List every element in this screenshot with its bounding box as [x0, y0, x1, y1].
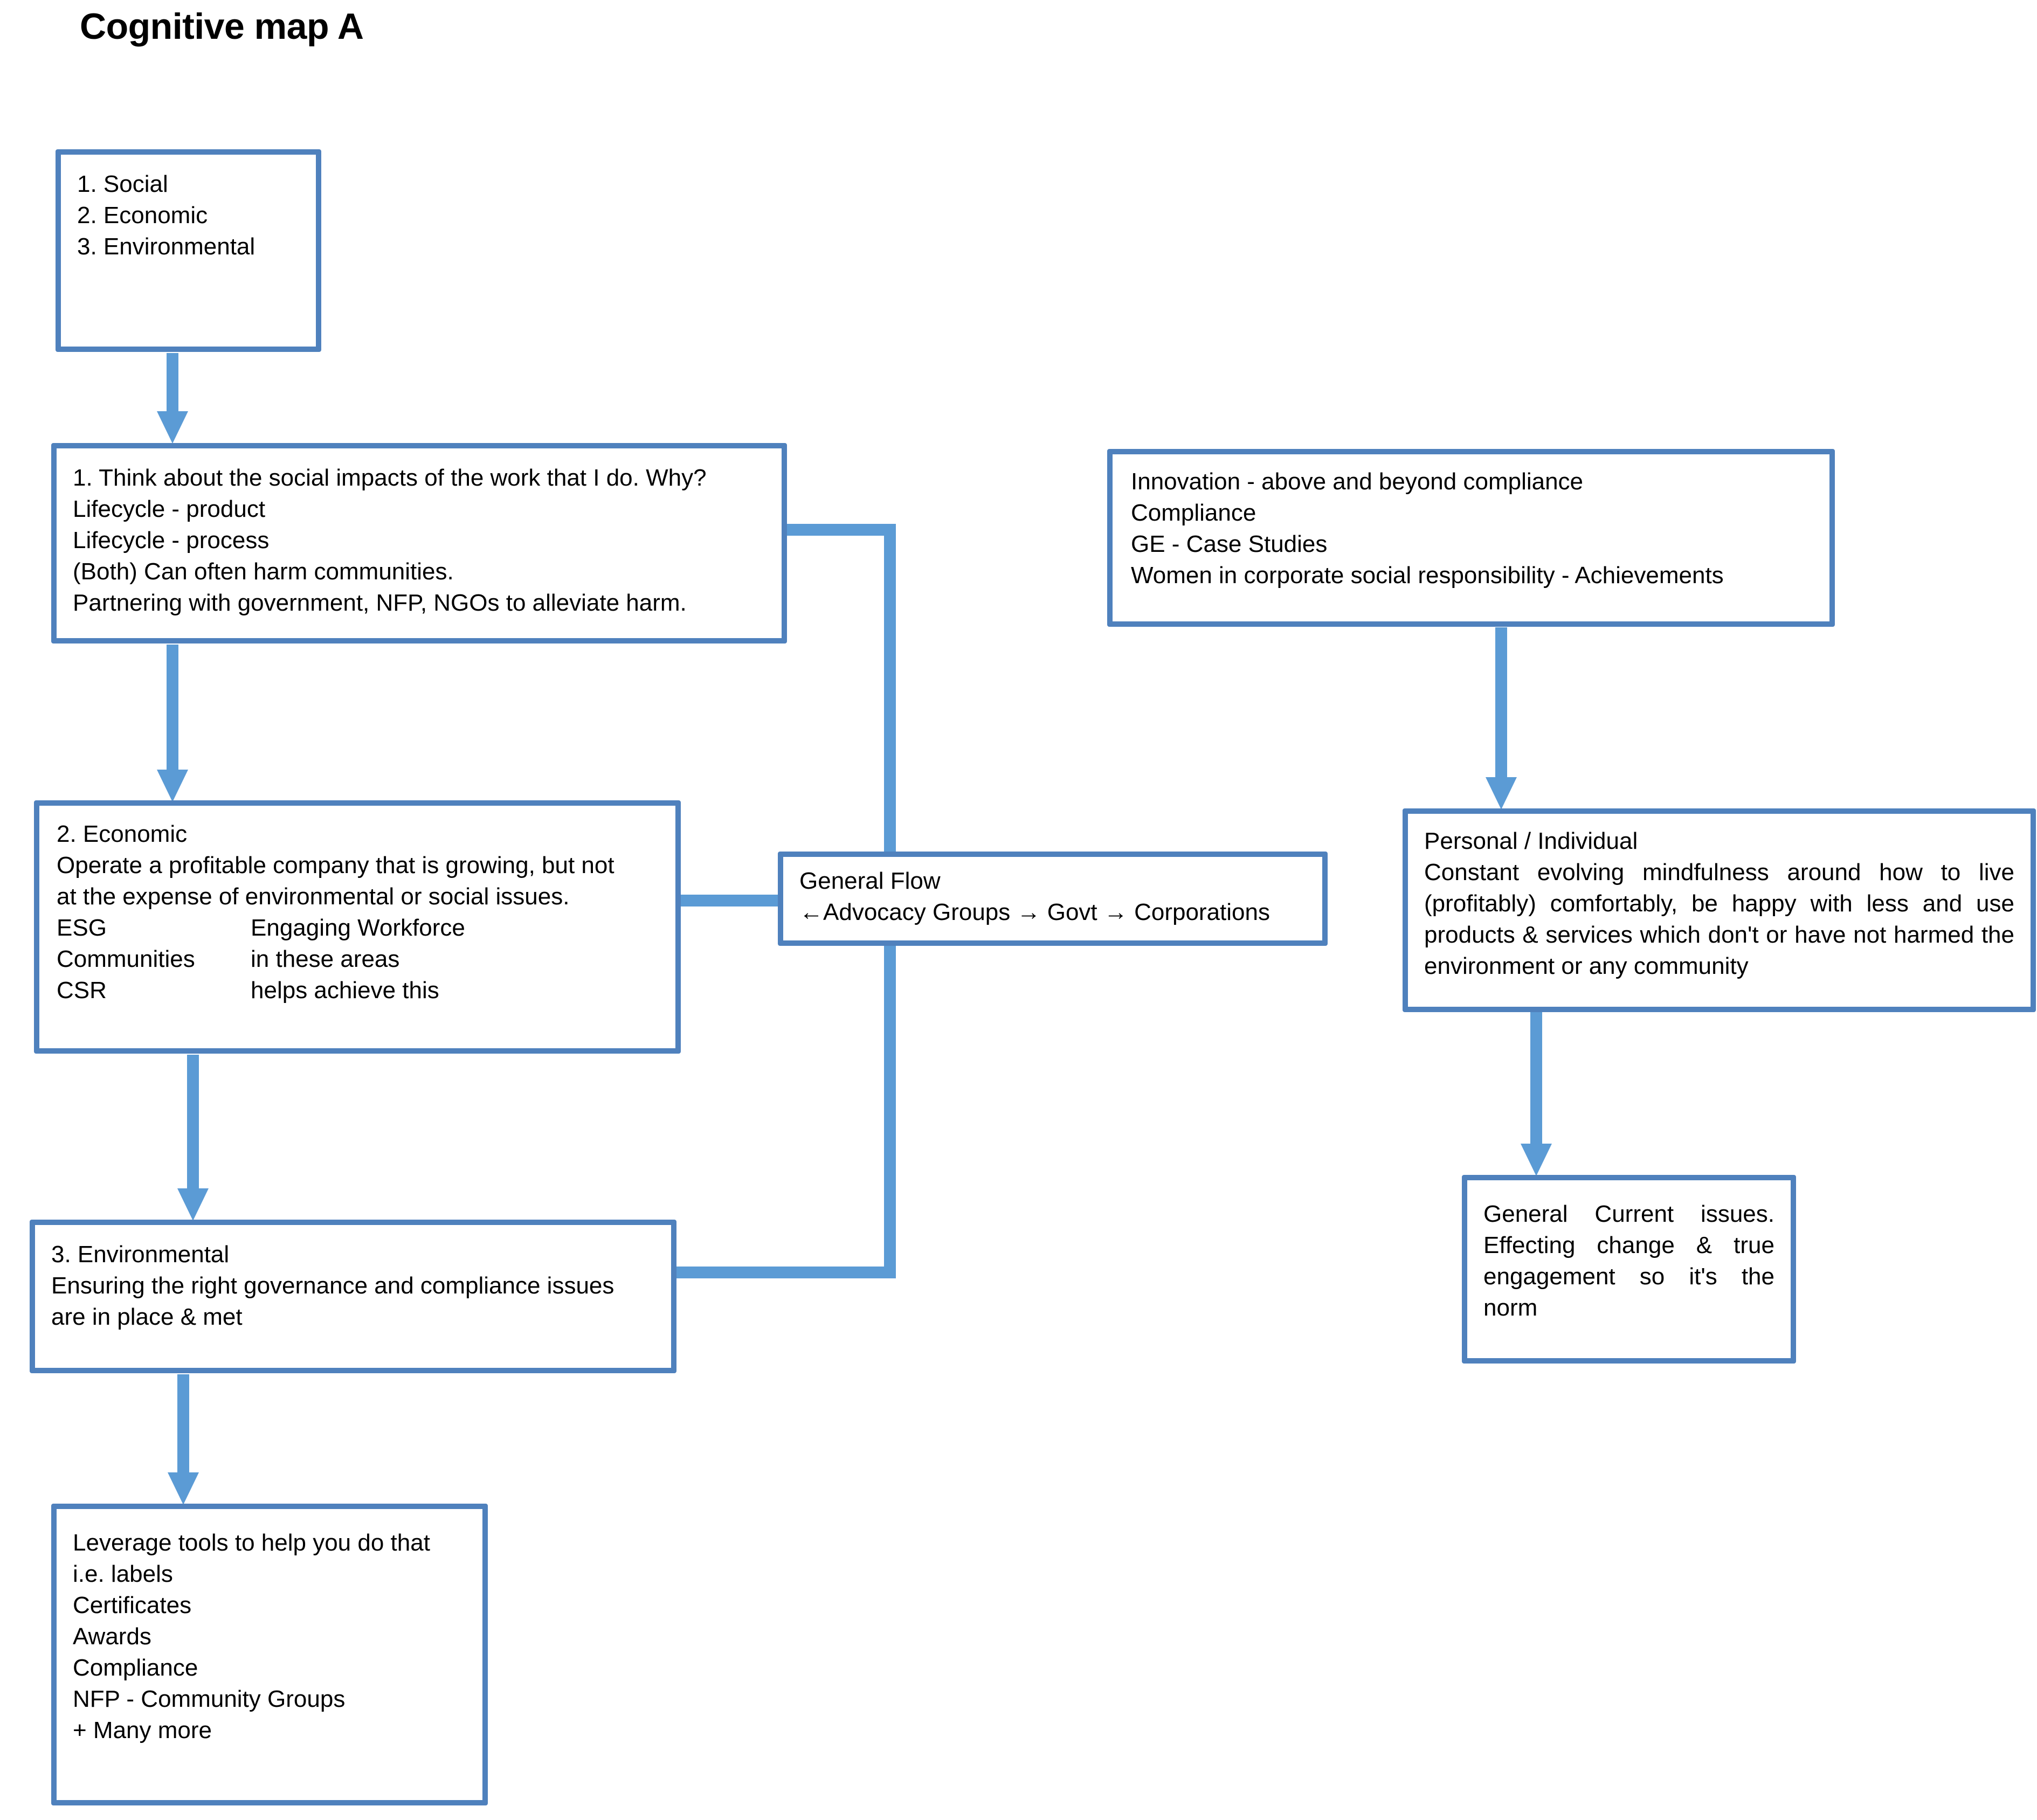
arrow-shaft	[177, 1374, 189, 1473]
social-line-3: Lifecycle - process	[73, 527, 270, 554]
arrow-shaft	[167, 353, 178, 412]
general-current-issues-box[interactable]: General Current issues. Effecting change…	[1462, 1175, 1796, 1364]
arrow-head	[177, 1188, 209, 1221]
environmental-line-1: 3. Environmental	[51, 1241, 230, 1268]
arrow-environmental-to-leverage	[162, 1374, 205, 1505]
economic-row-3-left: CSR	[57, 977, 107, 1004]
leverage-line-1: Leverage tools to help you do that	[73, 1530, 430, 1556]
general-flow-line-2: ←Advocacy Groups → Govt → Corporations	[799, 899, 1270, 926]
personal-heading: Personal / Individual	[1424, 828, 1638, 854]
pillars-line-2: 2. Economic	[77, 202, 208, 229]
social-line-5: Partnering with government, NFP, NGOs to…	[73, 590, 687, 617]
innovation-line-2: Compliance	[1131, 500, 1256, 527]
current-issues-body: General Current issues. Effecting change…	[1483, 1201, 1781, 1321]
general-flow-line-1: General Flow	[799, 868, 941, 894]
leverage-line-2: i.e. labels	[73, 1561, 173, 1588]
innovation-line-1: Innovation - above and beyond compliance	[1131, 468, 1584, 495]
arrow-economic-to-environmental	[171, 1055, 215, 1221]
arrow-personal-to-current-issues	[1515, 1011, 1558, 1176]
elbow-general-flow-to-environmental	[674, 1267, 896, 1278]
economic-row-2: Communities in these areas	[57, 944, 658, 975]
economic-row-1: ESG Engaging Workforce	[57, 912, 658, 944]
leverage-tools-box[interactable]: Leverage tools to help you do that i.e. …	[51, 1504, 488, 1805]
environmental-line-3: are in place & met	[51, 1304, 243, 1331]
economic-row-3: CSR helps achieve this	[57, 975, 658, 1006]
elbow-social-to-general-flow-horizontal	[783, 524, 896, 536]
economic-body-line-2: at the expense of environmental or socia…	[57, 883, 570, 910]
pillars-line-1: 1. Social	[77, 171, 168, 197]
arrow-pillars-to-social	[151, 353, 194, 444]
general-flow-box[interactable]: General Flow ←Advocacy Groups → Govt → C…	[778, 852, 1328, 946]
arrow-shaft	[1495, 627, 1507, 778]
arrow-shaft	[1530, 1011, 1542, 1145]
arrow-social-to-economic	[151, 645, 194, 802]
economic-row-2-right: in these areas	[251, 946, 400, 973]
social-impacts-box[interactable]: 1. Think about the social impacts of the…	[51, 443, 787, 643]
arrow-shaft	[187, 1055, 199, 1189]
innovation-line-3: GE - Case Studies	[1131, 531, 1328, 558]
environmental-line-2: Ensuring the right governance and compli…	[51, 1272, 614, 1299]
arrow-innovation-to-personal	[1480, 627, 1523, 809]
economic-row-3-right: helps achieve this	[251, 977, 439, 1004]
pillars-box[interactable]: 1. Social 2. Economic 3. Environmental	[56, 149, 321, 352]
arrow-head	[168, 1472, 199, 1505]
personal-body: Constant evolving mindfulness around how…	[1424, 859, 2021, 980]
environmental-box[interactable]: 3. Environmental Ensuring the right gove…	[30, 1220, 676, 1373]
social-line-1: 1. Think about the social impacts of the…	[73, 465, 707, 491]
economic-body-line-1: Operate a profitable company that is gro…	[57, 852, 614, 879]
economic-row-1-right: Engaging Workforce	[251, 915, 465, 942]
leverage-line-6: NFP - Community Groups	[73, 1686, 346, 1713]
innovation-box[interactable]: Innovation - above and beyond compliance…	[1107, 449, 1835, 627]
innovation-line-4: Women in corporate social responsibility…	[1131, 562, 1724, 589]
personal-individual-box[interactable]: Personal / Individual Constant evolving …	[1403, 808, 2036, 1012]
leverage-line-5: Compliance	[73, 1655, 198, 1681]
social-line-4: (Both) Can often harm communities.	[73, 558, 454, 585]
arrow-head	[157, 411, 188, 444]
economic-heading: 2. Economic	[57, 821, 188, 847]
page-title: Cognitive map A	[80, 6, 364, 47]
arrow-shaft	[167, 645, 178, 771]
arrow-head	[1486, 777, 1517, 809]
line-economic-to-general-flow	[678, 895, 786, 906]
economic-box[interactable]: 2. Economic Operate a profitable company…	[34, 800, 681, 1054]
economic-row-2-left: Communities	[57, 946, 195, 973]
arrow-head	[1521, 1144, 1552, 1176]
arrow-head	[157, 770, 188, 802]
pillars-line-3: 3. Environmental	[77, 233, 256, 260]
leverage-line-3: Certificates	[73, 1592, 192, 1619]
economic-row-1-left: ESG	[57, 915, 107, 942]
leverage-line-7: + Many more	[73, 1717, 212, 1744]
social-line-2: Lifecycle - product	[73, 496, 266, 523]
leverage-line-4: Awards	[73, 1623, 151, 1650]
